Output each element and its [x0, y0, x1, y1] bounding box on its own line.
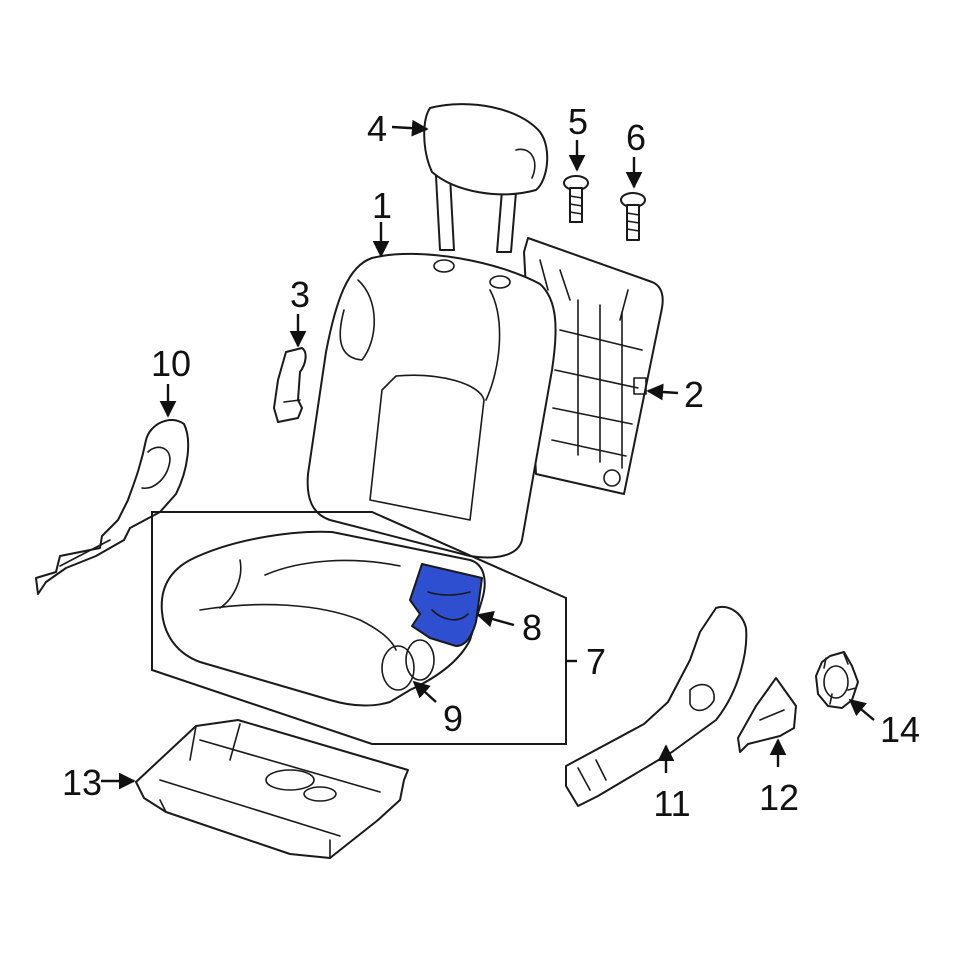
- cushion-trim-highlighted-part[interactable]: [409, 563, 483, 647]
- callout-7: 7: [586, 641, 606, 682]
- callout-14: 14: [880, 709, 920, 750]
- knob-part[interactable]: [815, 651, 859, 709]
- callout-10: 10: [151, 343, 191, 384]
- leader-lines: [101, 119, 875, 790]
- seat-back-panel-part[interactable]: [523, 237, 664, 495]
- callout-8: 8: [522, 607, 542, 648]
- seat-frame-part[interactable]: [135, 719, 409, 859]
- callout-3: 3: [290, 274, 310, 315]
- seat-back-part[interactable]: [306, 252, 557, 559]
- callout-11: 11: [653, 783, 690, 824]
- callout-1: 1: [372, 185, 392, 226]
- cushion-assembly-frame: [151, 511, 567, 745]
- callout-9: 9: [443, 698, 463, 739]
- highlighted-part-fill: [409, 563, 483, 647]
- headrest-part[interactable]: [423, 103, 549, 253]
- side-shield-part[interactable]: [35, 419, 190, 595]
- trim-3-part[interactable]: [273, 347, 307, 423]
- bolt-5-part[interactable]: [563, 175, 589, 223]
- callout-13: 13: [62, 762, 102, 803]
- small-cover-part[interactable]: [737, 677, 797, 753]
- seat-cushion-part[interactable]: [160, 530, 486, 707]
- callout-12: 12: [759, 777, 799, 818]
- track-cover-part[interactable]: [565, 606, 748, 807]
- bolt-6-part[interactable]: [620, 192, 646, 241]
- callout-6: 6: [626, 117, 646, 158]
- callout-2: 2: [684, 374, 704, 415]
- callout-4: 4: [367, 108, 387, 149]
- callout-5: 5: [568, 101, 588, 142]
